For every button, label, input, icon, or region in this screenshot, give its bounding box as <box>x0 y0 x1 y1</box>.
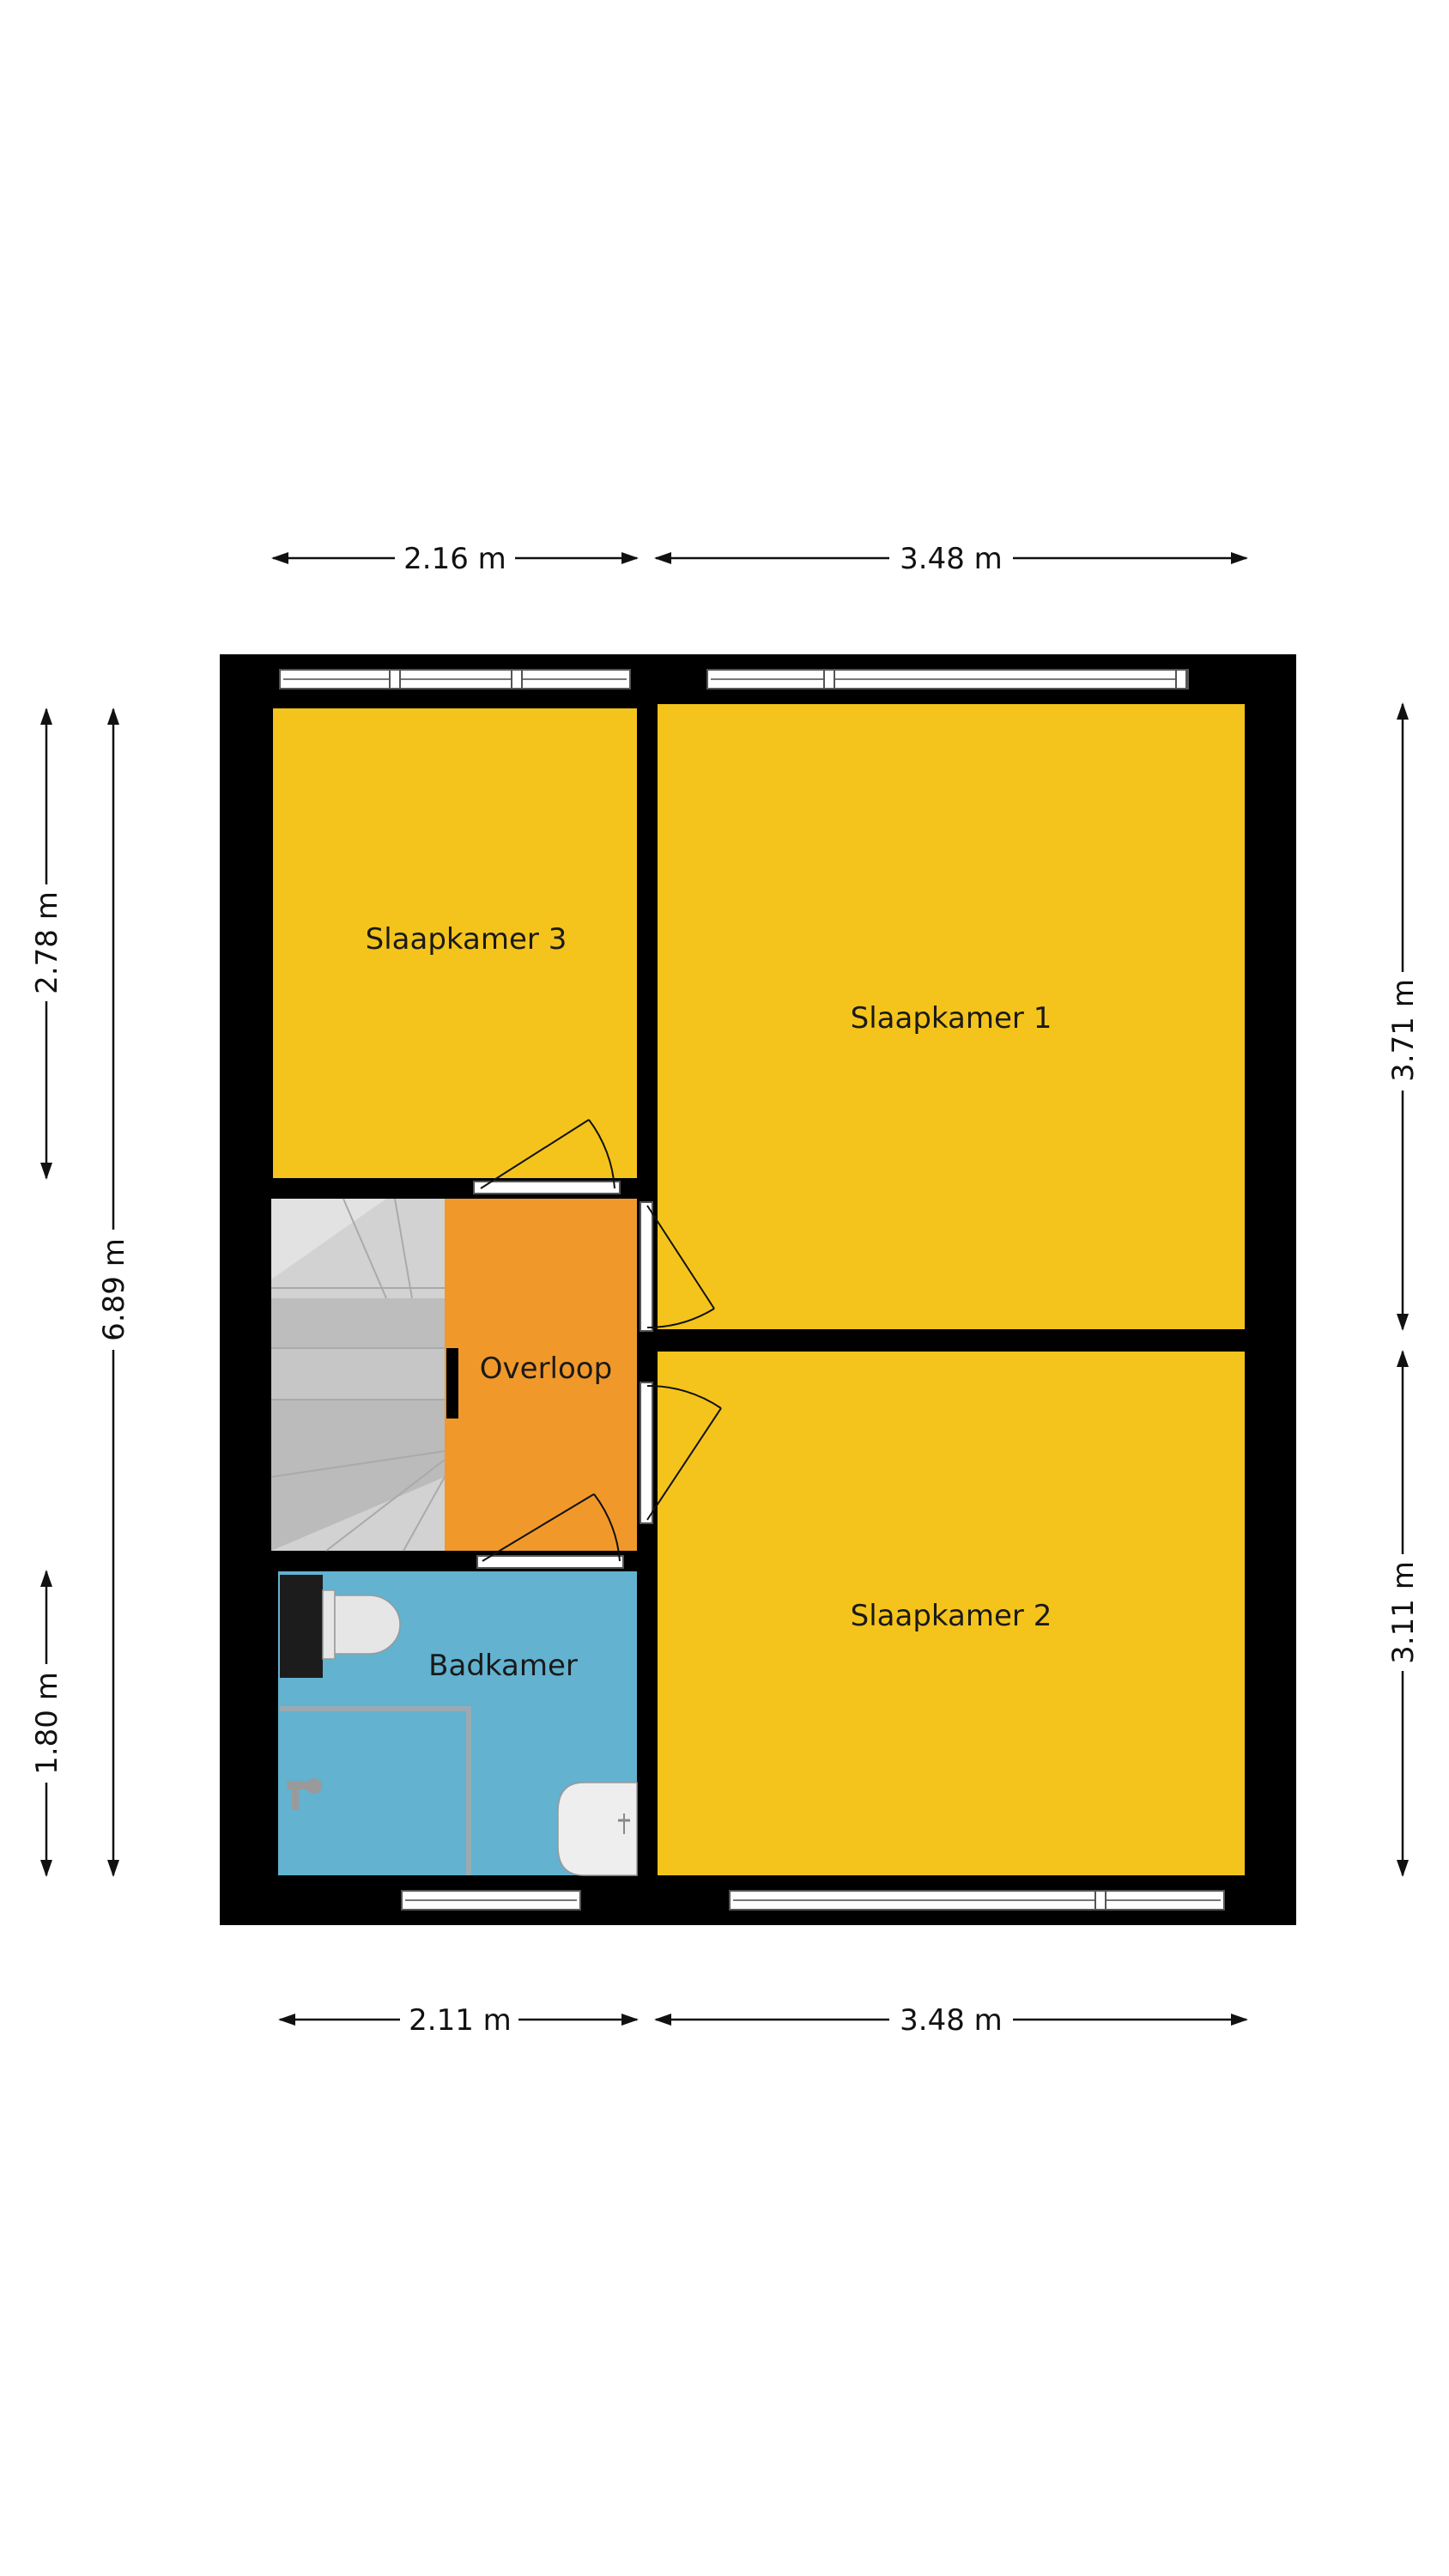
dimension-right-upper: 3.71 m <box>1386 702 1421 1331</box>
dimension-top-right: 3.48 m <box>654 542 1248 576</box>
door-slaapkamer-3 <box>480 1119 615 1189</box>
dimension-bottom-left: 2.11 m <box>278 2003 639 2038</box>
sink-icon <box>557 1782 638 1876</box>
label-slaapkamer-2: Slaapkamer 2 <box>851 1599 1052 1633</box>
door-slaapkamer-1 <box>646 1205 715 1328</box>
room-overloop <box>445 1199 637 1551</box>
label-overloop: Overloop <box>480 1352 612 1386</box>
svg-text:3.48 m: 3.48 m <box>900 542 1003 576</box>
svg-text:2.11 m: 2.11 m <box>409 2003 512 2038</box>
label-slaapkamer-1: Slaapkamer 1 <box>851 1001 1052 1036</box>
window-bottom-left <box>401 1890 581 1911</box>
svg-text:1.80 m: 1.80 m <box>30 1672 64 1775</box>
svg-text:3.48 m: 3.48 m <box>900 2003 1003 2038</box>
door-sill-badkamer <box>476 1555 624 1569</box>
label-slaapkamer-3: Slaapkamer 3 <box>366 922 567 957</box>
door-sill-slaapkamer-3 <box>473 1181 621 1194</box>
room-slaapkamer-2 <box>658 1352 1245 1875</box>
room-slaapkamer-3 <box>273 708 637 1178</box>
shower-icon <box>280 1706 471 1875</box>
staircase <box>270 1198 458 1552</box>
door-badkamer <box>482 1493 621 1562</box>
dimension-left-total: 6.89 m <box>97 708 131 1877</box>
door-sill-slaapkamer-1 <box>640 1201 653 1332</box>
window-top-left <box>279 669 631 690</box>
door-sill-slaapkamer-2 <box>640 1382 653 1524</box>
dimension-bottom-right: 3.48 m <box>654 2003 1248 2038</box>
door-slaapkamer-2 <box>646 1384 722 1521</box>
dimension-left-upper: 2.78 m <box>30 708 64 1180</box>
label-badkamer: Badkamer <box>428 1649 578 1683</box>
toilet-icon <box>280 1575 401 1678</box>
window-top-right <box>706 669 1189 690</box>
room-slaapkamer-1 <box>658 704 1245 1329</box>
window-bottom-right <box>729 1890 1225 1911</box>
svg-text:2.78 m: 2.78 m <box>30 891 64 994</box>
dimension-right-lower: 3.11 m <box>1386 1350 1421 1877</box>
svg-text:3.11 m: 3.11 m <box>1386 1561 1421 1664</box>
svg-text:3.71 m: 3.71 m <box>1386 979 1421 1082</box>
svg-text:2.16 m: 2.16 m <box>403 542 506 576</box>
dimension-left-lower: 1.80 m <box>30 1570 64 1877</box>
svg-text:6.89 m: 6.89 m <box>97 1238 131 1341</box>
dimension-top-left: 2.16 m <box>271 542 639 576</box>
